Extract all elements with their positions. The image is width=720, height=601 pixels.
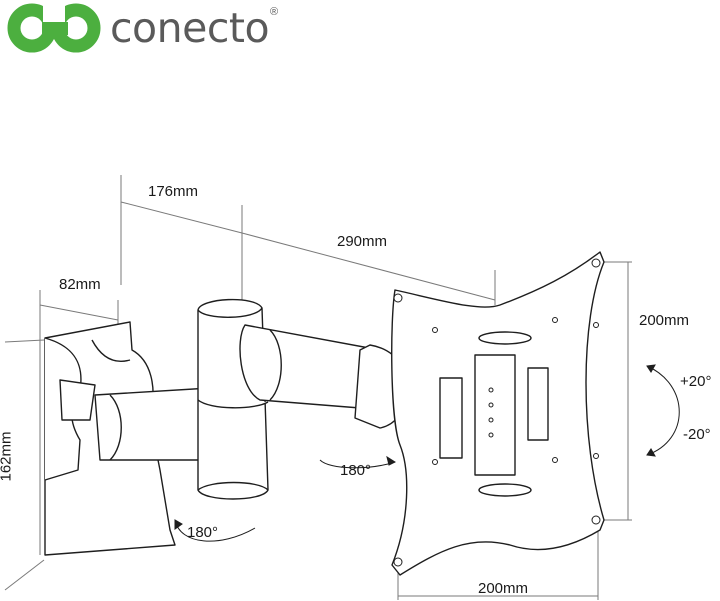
brand-name: conecto (110, 3, 270, 52)
angle-swivel-wall: 180° (187, 524, 219, 541)
swivel-arrow-arm (319, 459, 396, 469)
dimension-vesa-vertical: 200mm (639, 312, 690, 329)
dimension-vesa-horizontal: 200mm (478, 580, 529, 597)
dimension-wall-plate-width: 82mm (59, 276, 101, 293)
registered-mark: ® (270, 6, 279, 18)
angle-tilt-up: +20° (680, 373, 712, 390)
dimension-plate-offset: 290mm (337, 233, 388, 250)
dimension-wall-plate-height: 162mm (0, 431, 15, 482)
tilt-arrow (646, 365, 680, 456)
angle-tilt-down: -20° (683, 426, 711, 443)
brand-logo: conecto ® (6, 2, 278, 54)
angle-swivel-arm: 180° (340, 462, 372, 479)
dimension-arm-depth: 176mm (148, 183, 199, 200)
conecto-logo-icon (7, 2, 101, 53)
